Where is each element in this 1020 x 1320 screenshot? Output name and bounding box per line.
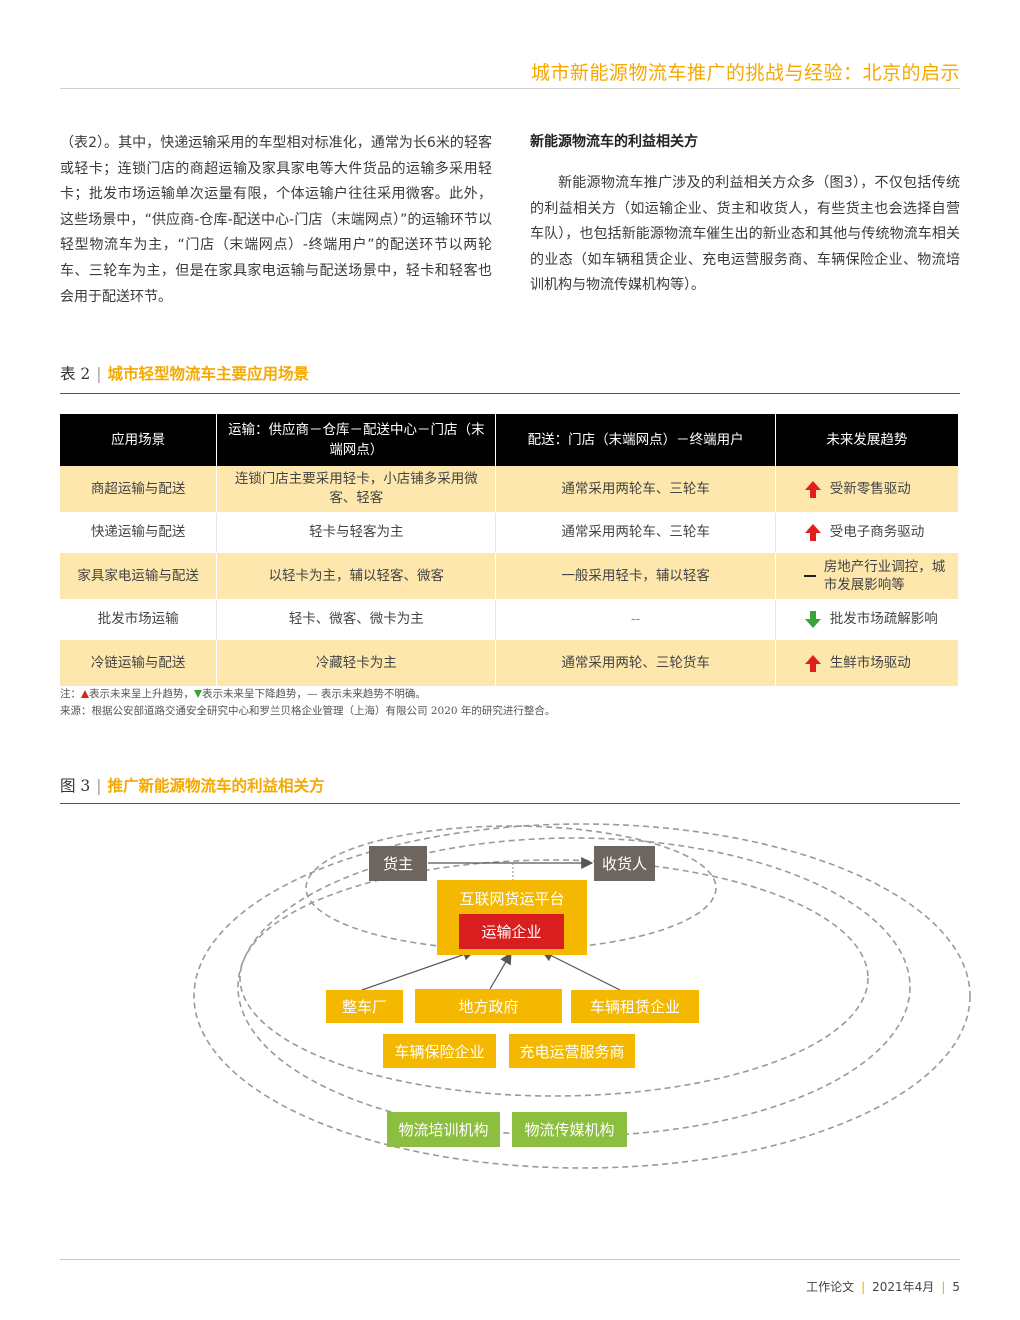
transport-cell: 冷藏轻卡为主 [217, 640, 497, 687]
table-notes: 注： 表示未来呈上升趋势， 表示未来呈下降趋势，— 表示未来趋势不明确。 来源：根据… [60, 686, 555, 720]
table-label: 表 2 [60, 365, 91, 383]
local-government-box: 地方政府 [415, 989, 562, 1023]
shipper-box: 货主 [369, 846, 427, 881]
transport-company-box: 运输企业 [459, 914, 564, 949]
delivery-cell: 通常采用两轮、三轮货车 [496, 640, 776, 687]
title-separator: | [96, 365, 102, 383]
consignee-box: 收货人 [594, 846, 655, 881]
trend-text: 生鲜市场驱动 [829, 654, 911, 671]
arrow-down-icon [194, 690, 202, 698]
table-source: 来源：根据公安部道路交通安全研究中心和罗兰贝格企业管理（上海）有限公司 2020… [60, 705, 556, 717]
figure-title-rule [60, 803, 960, 804]
scene-cell: 快递运输与配送 [60, 513, 218, 553]
trend-text: 房地产行业调控，城市发展影响等 [823, 559, 946, 593]
transport-cell: 以轻卡为主，辅以轻客、微客 [217, 553, 497, 600]
footer-series: 工作论文 [806, 1280, 855, 1294]
scene-cell: 商超运输与配送 [60, 466, 218, 513]
scenario-table: 应用场景 运输：供应商－仓库－配送中心－门店（末端网点） 配送：门店（末端网点）… [60, 414, 958, 687]
figure-title: 图 3 | 推广新能源物流车的利益相关方 [60, 774, 325, 796]
logistics-media-box: 物流传媒机构 [512, 1112, 627, 1147]
note-down-text: 表示未来呈下降趋势， [202, 688, 307, 700]
delivery-cell: -- [496, 600, 776, 640]
table-header-row: 应用场景 运输：供应商－仓库－配送中心－门店（末端网点） 配送：门店（末端网点）… [60, 414, 958, 466]
trend-cell: 受电子商务驱动 [775, 513, 958, 553]
charging-operator-box: 充电运营服务商 [509, 1034, 635, 1068]
table-note: 注： 表示未来呈上升趋势， 表示未来呈下降趋势，— 表示未来趋势不明确。 [60, 686, 555, 703]
delivery-cell: 通常采用两轮车、三轮车 [496, 466, 776, 513]
arrow-up-icon [804, 524, 822, 541]
table-title: 表 2 | 城市轻型物流车主要应用场景 [60, 362, 309, 384]
platform-label: 互联网货运平台 [459, 890, 565, 908]
vehicle-maker-box: 整车厂 [326, 990, 403, 1023]
table-row: 家具家电运输与配送 以轻卡为主，辅以轻客、微客 一般采用轻卡，辅以轻客 房地产行… [60, 553, 958, 600]
note-prefix: 注： [60, 688, 81, 700]
page-number: 5 [952, 1280, 960, 1294]
running-header-title: 城市新能源物流车推广的挑战与经验：北京的启示 [530, 62, 960, 84]
table-row: 批发市场运输 轻卡、微客、微卡为主 -- 批发市场疏解影响 [60, 600, 958, 640]
right-column: 新能源物流车的利益相关方 新能源物流车推广涉及的利益相关方众多（图3），不仅包括… [530, 131, 960, 299]
delivery-cell: 一般采用轻卡，辅以轻客 [496, 553, 776, 600]
government-arrow [489, 951, 512, 990]
trend-cell: 生鲜市场驱动 [775, 640, 958, 687]
title-separator: | [96, 777, 102, 795]
table-name: 城市轻型物流车主要应用场景 [107, 365, 310, 383]
table-row: 快递运输与配送 轻卡与轻客为主 通常采用两轮车、三轮车 受电子商务驱动 [60, 513, 958, 553]
note-up-text: 表示未来呈上升趋势， [89, 688, 194, 700]
footer-divider [60, 1259, 960, 1260]
vehicle-maker-arrow [361, 948, 476, 991]
arrow-down-icon [804, 611, 822, 628]
trend-text: 批发市场疏解影响 [829, 611, 938, 627]
footer-separator: | [861, 1280, 866, 1294]
column-header: 未来发展趋势 [775, 414, 958, 466]
scene-cell: 冷链运输与配送 [60, 640, 218, 687]
trend-cell: 房地产行业调控，城市发展影响等 [775, 553, 958, 600]
page-footer: 工作论文 | 2021年4月 | 5 [806, 1278, 960, 1295]
scene-cell: 家具家电运输与配送 [60, 553, 218, 600]
trend-cell: 批发市场疏解影响 [775, 600, 958, 640]
figure-label: 图 3 [60, 777, 91, 795]
leasing-arrow [540, 950, 621, 991]
column-header: 配送：门店（末端网点）－终端用户 [496, 414, 776, 466]
figure-name: 推广新能源物流车的利益相关方 [107, 777, 325, 795]
column-header: 应用场景 [60, 414, 218, 466]
right-column-paragraph: 新能源物流车推广涉及的利益相关方众多（图3），不仅包括传统的利益相关方（如运输企… [530, 175, 960, 294]
transport-cell: 轻卡与轻客为主 [217, 513, 497, 553]
trend-cell: 受新零售驱动 [775, 466, 958, 513]
note-dash-text: — 表示未来趋势不明确。 [307, 688, 426, 700]
arrow-up-icon [81, 690, 89, 698]
table-title-rule [60, 393, 960, 394]
vehicle-insurance-box: 车辆保险企业 [383, 1034, 496, 1068]
transport-cell: 连锁门店主要采用轻卡，小店铺多采用微客、轻客 [217, 466, 497, 513]
footer-separator: | [941, 1280, 946, 1294]
table-row: 冷链运输与配送 冷藏轻卡为主 通常采用两轮、三轮货车 生鲜市场驱动 [60, 640, 958, 687]
arrow-up-icon [804, 654, 822, 672]
scene-cell: 批发市场运输 [60, 600, 218, 640]
left-column-text: （表2）。其中，快递运输采用的车型相对标准化，通常为长6米的轻客或轻卡；连锁门店… [60, 135, 492, 305]
table-row: 商超运输与配送 连锁门店主要采用轻卡，小店铺多采用微客、轻客 通常采用两轮车、三… [60, 466, 958, 513]
dash-icon [803, 575, 816, 577]
footer-date: 2021年4月 [872, 1280, 935, 1294]
section-heading: 新能源物流车的利益相关方 [530, 134, 698, 150]
delivery-cell: 通常采用两轮车、三轮车 [496, 513, 776, 553]
vehicle-leasing-box: 车辆租赁企业 [571, 990, 699, 1023]
trend-text: 受新零售驱动 [829, 480, 911, 497]
arrow-up-icon [804, 480, 822, 498]
trend-text: 受电子商务驱动 [829, 524, 925, 540]
transport-cell: 轻卡、微客、微卡为主 [217, 600, 497, 640]
logistics-training-box: 物流培训机构 [387, 1112, 500, 1147]
header-divider [60, 88, 960, 89]
column-header: 运输：供应商－仓库－配送中心－门店（末端网点） [217, 414, 497, 466]
